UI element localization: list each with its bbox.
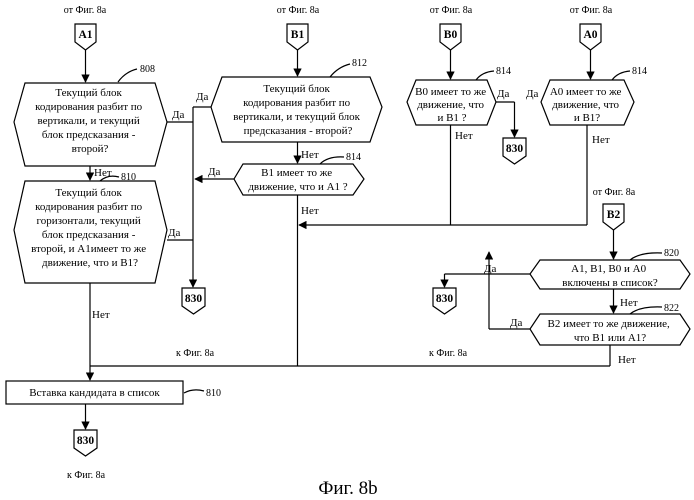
connector-a0: A0 (580, 24, 601, 50)
svg-text:830: 830 (436, 293, 454, 305)
edge-810-yes: Да (168, 227, 181, 239)
ref-810a: 810 (121, 172, 136, 183)
ref-808: 808 (140, 64, 155, 75)
decision-810: Текущий блок кодирования разбит по гориз… (14, 181, 167, 283)
to-label-bottom: к Фиг. 8a (67, 470, 106, 481)
ref-814b: 814 (496, 66, 511, 77)
connector-830-mid: 830 (433, 288, 456, 314)
ref-822: 822 (664, 303, 679, 314)
edge-814c-yes: Да (526, 88, 539, 100)
decision-814-b1: B1 имеет то же движение, что и А1 ? (234, 164, 364, 195)
svg-text:B1: B1 (291, 29, 305, 41)
from-label-b2: от Фиг. 8a (593, 187, 636, 198)
to-label-left: к Фиг. 8a (176, 348, 215, 359)
process-810-text: Вставка кандидата в список (29, 387, 160, 399)
edge-822-no: Нет (618, 354, 636, 366)
figure-caption: Фиг. 8b (318, 478, 377, 499)
svg-text:830: 830 (185, 293, 203, 305)
ref-814a: 814 (346, 152, 361, 163)
connector-a1: A1 (75, 24, 96, 50)
decision-814-a0: A0 имеет то же движение, что и B1? (541, 80, 634, 125)
edge-812-no: Нет (301, 149, 319, 161)
ref-812: 812 (352, 58, 367, 69)
svg-text:830: 830 (77, 435, 95, 447)
ref-820: 820 (664, 248, 679, 259)
decision-820: А1, B1, B0 и А0 включены в список? (530, 260, 690, 289)
edge-814b-no: Нет (455, 130, 473, 142)
process-810-insert: Вставка кандидата в список (6, 381, 183, 404)
to-label-mid: к Фиг. 8a (429, 348, 468, 359)
decision-814-b0: B0 имеет то же движение, что и B1 ? (407, 80, 496, 125)
decision-812: Текущий блок кодирования разбит по верти… (211, 77, 382, 142)
decision-808: Текущий блок кодирования разбит по верти… (14, 83, 167, 166)
edge-814a-yes: Да (208, 166, 221, 178)
edge-808-no: Нет (94, 167, 112, 179)
svg-text:B2: B2 (607, 209, 621, 221)
edge-814b-yes: Да (497, 88, 510, 100)
from-label-b1: от Фиг. 8a (277, 5, 320, 16)
svg-text:A0: A0 (583, 29, 597, 41)
connector-b1: B1 (287, 24, 308, 50)
edge-822-yes: Да (510, 317, 523, 329)
svg-text:830: 830 (506, 143, 524, 155)
edge-820-no: Нет (620, 297, 638, 309)
edge-814a-no: Нет (301, 205, 319, 217)
connector-830-bottom: 830 (74, 430, 97, 456)
edge-812-yes: Да (196, 91, 209, 103)
ref-814c: 814 (632, 66, 647, 77)
from-label-a0: от Фиг. 8a (570, 5, 613, 16)
from-label-a1: от Фиг. 8a (64, 5, 107, 16)
edge-820-yes: Да (484, 263, 497, 275)
connector-b0: B0 (440, 24, 461, 50)
edge-814c-no: Нет (592, 134, 610, 146)
connector-830-b0: 830 (503, 138, 526, 164)
svg-text:B0: B0 (444, 29, 458, 41)
ref-810b: 810 (206, 388, 221, 399)
from-label-b0: от Фиг. 8a (430, 5, 473, 16)
decision-822: B2 имеет то же движение, что B1 или А1? (530, 314, 690, 345)
edge-810-no: Нет (92, 309, 110, 321)
svg-text:A1: A1 (78, 29, 92, 41)
edge-808-yes: Да (172, 109, 185, 121)
connector-b2: B2 (603, 204, 624, 230)
connector-830-left: 830 (182, 288, 205, 314)
